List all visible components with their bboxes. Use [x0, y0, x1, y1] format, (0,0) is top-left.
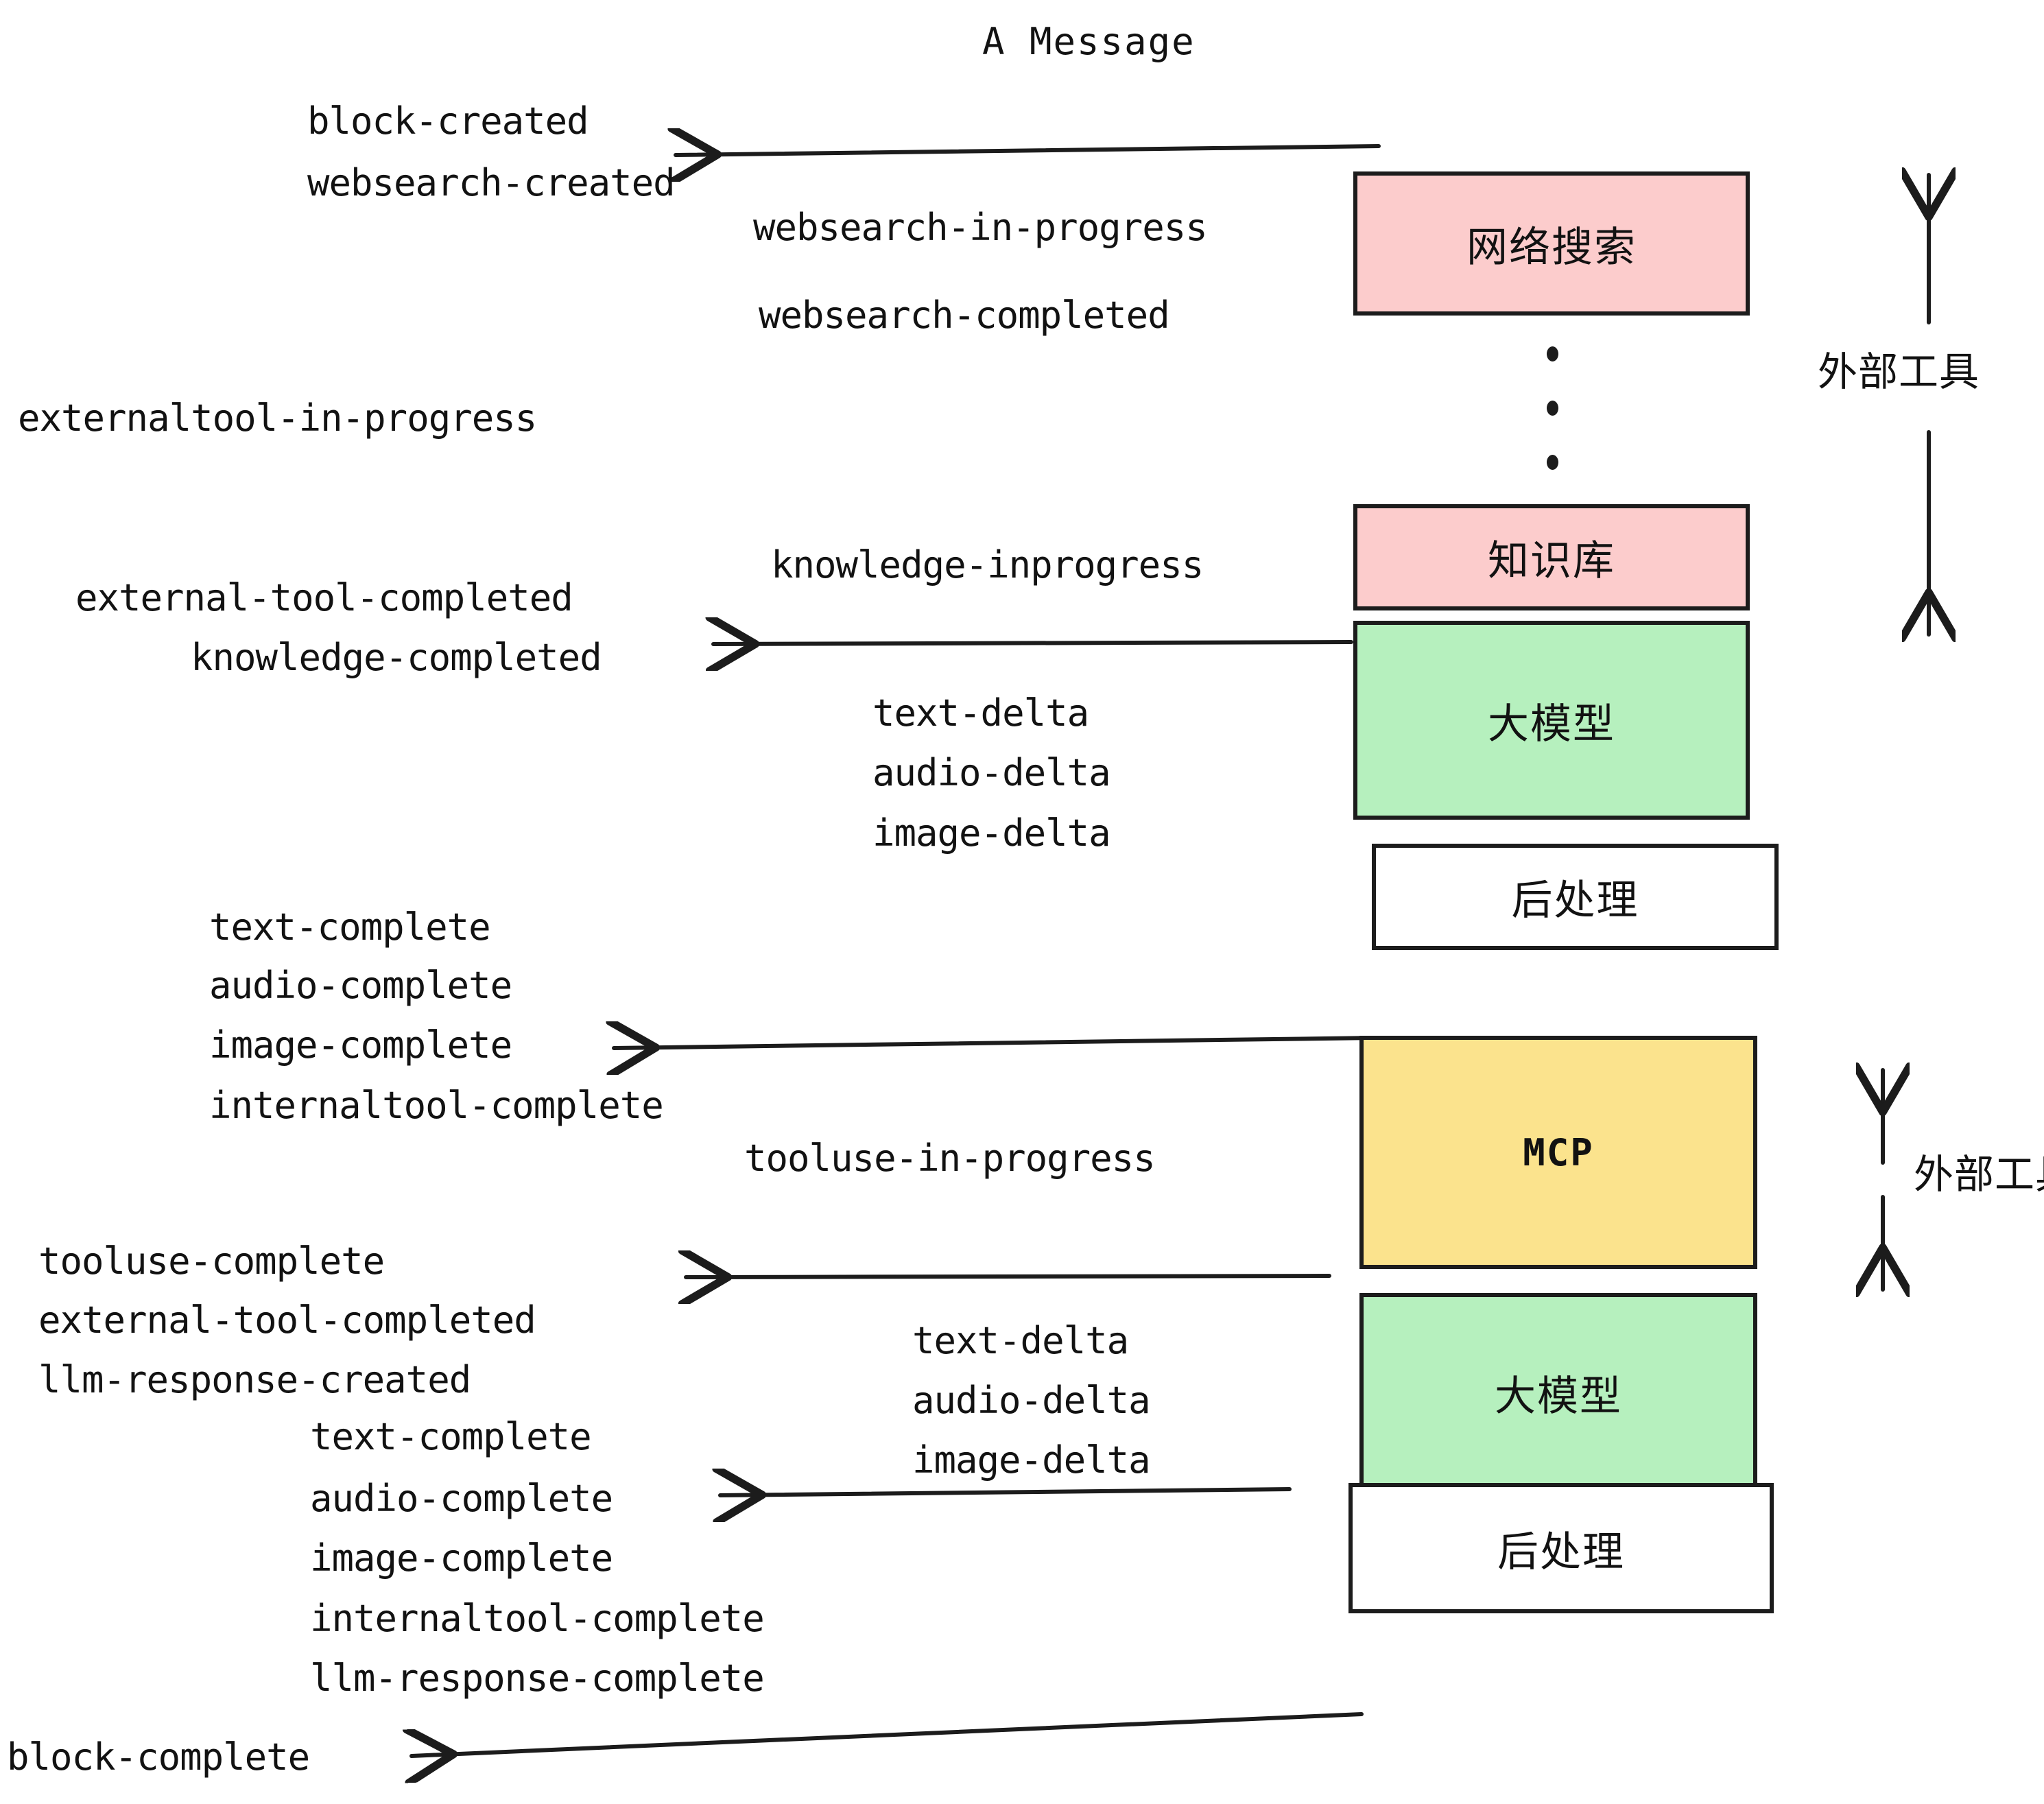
box-llm-1[interactable]: 大模型	[1353, 621, 1750, 820]
box-websearch[interactable]: 网络搜索	[1353, 171, 1750, 316]
box-postprocess-1-label: 后处理	[1511, 877, 1639, 925]
arrow-block-complete	[412, 1712, 1364, 1756]
box-llm-1-label: 大模型	[1488, 700, 1615, 748]
arrow-websearch-created	[676, 146, 1381, 155]
event-image-complete-1: image-complete	[209, 1023, 512, 1067]
diagram-title: A Message	[982, 20, 1196, 63]
ellipsis-dot	[1546, 346, 1558, 361]
event-audio-delta-2: audio-delta	[912, 1379, 1151, 1422]
event-audio-delta-1: audio-delta	[872, 751, 1111, 794]
event-external-tool-completed-1: external-tool-completed	[75, 576, 573, 619]
event-websearch-completed: websearch-completed	[759, 294, 1170, 337]
vertical-ellipsis	[1545, 346, 1559, 470]
event-text-delta-2: text-delta	[912, 1319, 1129, 1362]
event-external-tool-completed-2: external-tool-completed	[38, 1298, 536, 1342]
event-llm-response-complete: llm-response-complete	[310, 1657, 765, 1700]
box-postprocess-2[interactable]: 后处理	[1348, 1483, 1774, 1613]
box-websearch-label: 网络搜索	[1466, 223, 1637, 272]
box-llm-2-label: 大模型	[1495, 1372, 1622, 1421]
arrow-knowledge-completed	[713, 642, 1353, 644]
event-tooluse-complete: tooluse-complete	[38, 1239, 385, 1283]
event-block-complete: block-complete	[7, 1735, 310, 1779]
event-text-complete-2: text-complete	[310, 1415, 592, 1458]
ellipsis-dot	[1546, 455, 1558, 470]
event-tooluse-in-progress: tooluse-in-progress	[744, 1137, 1156, 1180]
arrow-image-complete	[614, 1038, 1376, 1048]
event-externaltool-in-progress: externaltool-in-progress	[18, 396, 537, 440]
box-postprocess-1[interactable]: 后处理	[1372, 844, 1779, 950]
arrow-audio-complete	[720, 1489, 1292, 1495]
event-block-created: block-created	[307, 99, 589, 143]
event-knowledge-inprogress: knowledge-inprogress	[771, 543, 1204, 586]
event-audio-complete-2: audio-complete	[310, 1477, 613, 1520]
box-mcp-label: MCP	[1523, 1130, 1594, 1174]
event-knowledge-completed: knowledge-completed	[191, 636, 602, 679]
external-tools-top-label: 外部工具	[1818, 348, 1980, 395]
event-audio-complete-1: audio-complete	[209, 964, 512, 1007]
box-mcp[interactable]: MCP	[1359, 1036, 1757, 1269]
event-text-complete-1: text-complete	[209, 905, 491, 949]
event-websearch-created: websearch-created	[307, 161, 676, 204]
box-postprocess-2-label: 后处理	[1497, 1528, 1625, 1576]
box-knowledgebase[interactable]: 知识库	[1353, 504, 1750, 610]
event-llm-response-created: llm-response-created	[38, 1358, 471, 1401]
ellipsis-dot	[1546, 401, 1558, 416]
event-image-complete-2: image-complete	[310, 1536, 613, 1580]
event-internaltool-complete-2: internaltool-complete	[310, 1597, 765, 1640]
event-websearch-in-progress: websearch-in-progress	[753, 206, 1208, 249]
event-image-delta-1: image-delta	[872, 811, 1111, 855]
event-image-delta-2: image-delta	[912, 1438, 1151, 1482]
arrow-tooluse-complete	[686, 1276, 1331, 1277]
box-knowledgebase-label: 知识库	[1488, 537, 1615, 585]
external-tools-bottom-label: 外部工具	[1914, 1151, 2044, 1198]
event-text-delta-1: text-delta	[872, 691, 1089, 735]
box-llm-2[interactable]: 大模型	[1359, 1293, 1757, 1492]
event-internaltool-complete-1: internaltool-complete	[209, 1084, 664, 1127]
